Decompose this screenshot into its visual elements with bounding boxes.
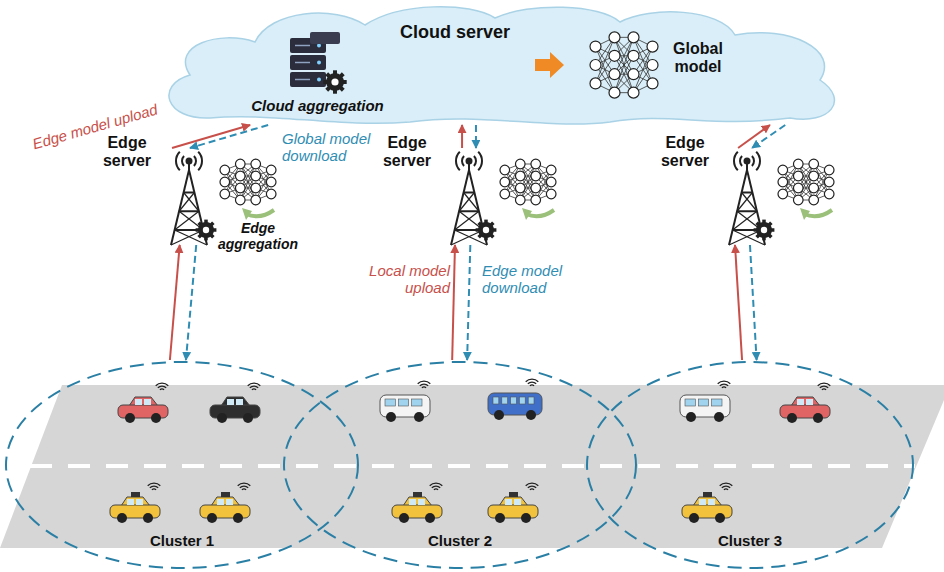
node-text: Edge server: [376, 134, 438, 171]
download-arrow: [467, 245, 470, 360]
update-arrow-head: [522, 208, 532, 220]
edge-server: Edge server: [442, 148, 560, 245]
download-arrow: [750, 245, 757, 360]
vehicle-icon: [380, 381, 430, 422]
node-text: Cluster 3: [585, 532, 915, 549]
edge-label: Local model upload: [358, 262, 450, 297]
neural-net-icon: [500, 159, 556, 205]
download-arrow: [186, 245, 196, 360]
update-arrow-head: [242, 208, 252, 220]
vehicle-icon: [118, 383, 168, 423]
vehicle-icon: [110, 483, 160, 523]
vehicle-icon: [488, 379, 542, 420]
upload-arrow: [170, 245, 180, 360]
upload-arrow: [172, 125, 250, 148]
download-arrow: [752, 125, 785, 148]
neural-net-icon: [778, 159, 834, 205]
node-text: Cloud aggregation: [230, 97, 405, 114]
road: [0, 385, 944, 548]
download-arrow: [190, 125, 268, 148]
edge-label: Edge model download: [482, 262, 582, 297]
gear-icon: [196, 220, 217, 241]
vehicle-icon: [682, 483, 732, 523]
vehicle-icon: [680, 381, 730, 422]
neural-net-icon: [220, 159, 276, 205]
upload-arrow: [735, 245, 742, 360]
vehicle-icon: [780, 383, 830, 423]
annotation-label: Edge aggregation: [212, 220, 304, 252]
node-text: Cluster 1: [4, 532, 360, 549]
cloud-server: Cloud serverCloud aggregation Global mode…: [150, 0, 845, 125]
update-arrow-head: [800, 208, 810, 220]
edge-label: Global model download: [282, 130, 374, 165]
node-text: Cloud server: [375, 22, 535, 43]
upload-arrow: [461, 125, 463, 148]
node-text: Edge server: [96, 134, 158, 171]
edge-outline: [442, 148, 560, 245]
vehicle-icon: [200, 483, 250, 523]
edge-outline: [720, 148, 838, 245]
vehicle-cluster: Cluster 3: [585, 360, 915, 570]
vehicle-cluster: Cluster 2: [282, 360, 638, 570]
gear-icon: [476, 220, 497, 241]
vehicle-icon: [210, 383, 260, 423]
vehicle-icon: [488, 483, 538, 523]
flow-arrow: [535, 52, 564, 78]
download-arrow: [475, 125, 477, 148]
cloud-shape: [169, 7, 834, 124]
node-text: Cluster 2: [282, 532, 638, 549]
gear-icon: [754, 220, 775, 241]
vehicle-icon: [392, 483, 442, 523]
neural-net-icon: [590, 32, 658, 98]
edge-server: Edge server: [720, 148, 838, 245]
upload-arrow: [452, 245, 455, 360]
vehicle-cluster: Cluster 1: [4, 360, 360, 570]
upload-arrow: [738, 125, 770, 148]
node-text: Edge server: [654, 134, 716, 171]
gear-icon: [323, 70, 346, 93]
lane-marking: [30, 464, 915, 468]
node-text: Global model: [662, 40, 734, 77]
